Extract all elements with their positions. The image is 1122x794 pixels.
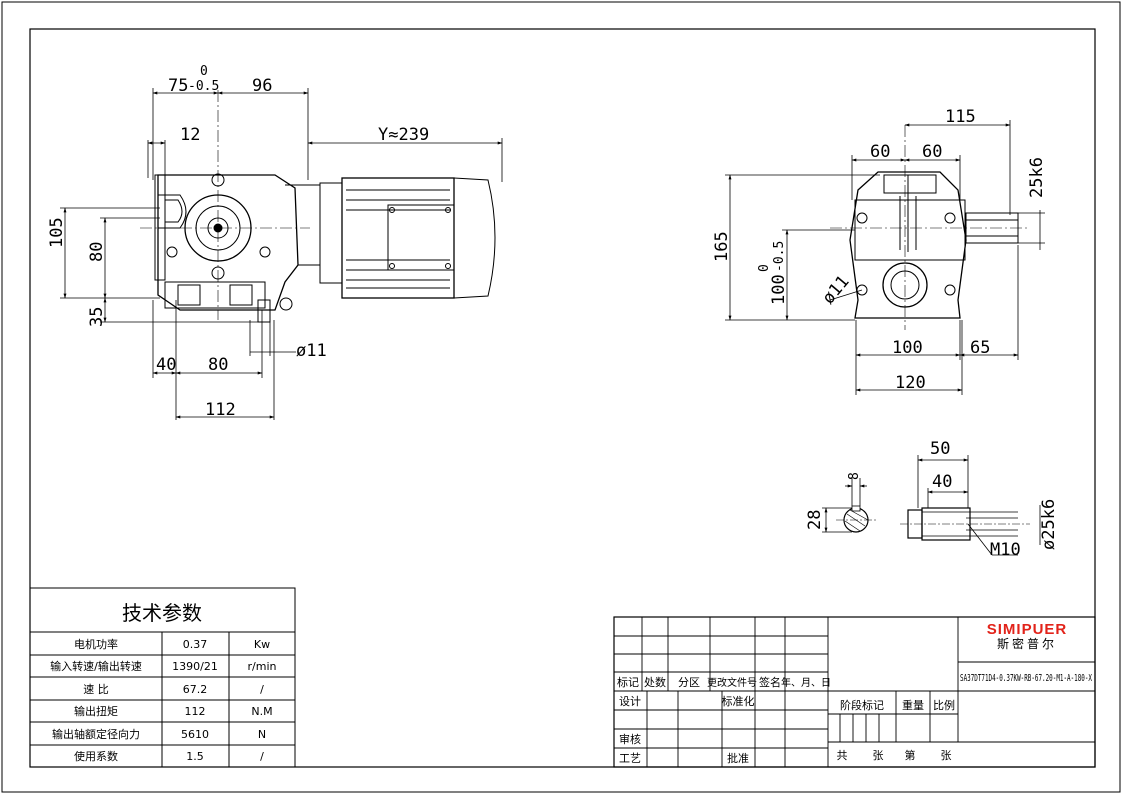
model-code: SA37DT71D4-0.37KW-RB-67.20-M1-A-180-X bbox=[960, 673, 1092, 684]
dim-75-tol-up: 0 bbox=[200, 64, 208, 79]
dim-y239: Y≈239 bbox=[378, 125, 429, 145]
tech-row-value: 1.5 bbox=[186, 750, 204, 763]
tech-row-name: 输入转速/输出转速 bbox=[50, 659, 142, 673]
label-scale: 比例 bbox=[933, 698, 955, 712]
tech-row-value: 67.2 bbox=[183, 683, 208, 696]
title-block-text: 标记 处数 分区 更改文件号 签名 年、月、日 设计 标准化 审核 工艺 批准 … bbox=[617, 621, 1092, 765]
shaft-side bbox=[900, 455, 1041, 556]
dim-35: 35 bbox=[87, 307, 107, 327]
shaft-labels: 8 28 50 40 M10 ø25k6 bbox=[805, 439, 1059, 560]
dim-75-tol-down: -0.5 bbox=[188, 79, 219, 94]
label-stage: 阶段标记 bbox=[840, 698, 884, 712]
tech-row-unit: N.M bbox=[251, 705, 272, 718]
label-review: 审核 bbox=[619, 732, 641, 746]
shaft-section bbox=[822, 478, 876, 533]
dim-100-tol-up: 0 bbox=[757, 264, 772, 272]
tech-row-name: 电机功率 bbox=[74, 637, 118, 651]
tech-row-unit: / bbox=[260, 750, 264, 763]
dim-112: 112 bbox=[205, 400, 236, 420]
dim-m10: M10 bbox=[990, 540, 1021, 560]
dim-80-vertical: 80 bbox=[87, 242, 107, 262]
dim-80-horizontal: 80 bbox=[208, 355, 228, 375]
dim-28: 28 bbox=[805, 510, 825, 530]
tech-row-name: 输出扭矩 bbox=[74, 704, 118, 718]
dim-96: 96 bbox=[252, 76, 272, 96]
dim-100-tol-down: -0.5 bbox=[772, 241, 787, 272]
tech-row-unit: r/min bbox=[248, 660, 277, 673]
dim-40: 40 bbox=[156, 355, 176, 375]
hdr-date: 年、月、日 bbox=[781, 676, 831, 689]
tech-row-name: 输出轴额定径向力 bbox=[52, 727, 140, 741]
dim-25k6: 25k6 bbox=[1027, 157, 1047, 198]
dim-8: 8 bbox=[847, 472, 862, 480]
dim-d25k6-shaft: ø25k6 bbox=[1039, 499, 1059, 550]
tech-row-value: 112 bbox=[185, 705, 206, 718]
dim-165: 165 bbox=[712, 231, 732, 262]
tech-row-unit: N bbox=[258, 728, 266, 741]
dim-50: 50 bbox=[930, 439, 950, 459]
dim-100-horizontal: 100 bbox=[892, 338, 923, 358]
label-approve: 批准 bbox=[727, 751, 749, 765]
label-standard: 标准化 bbox=[722, 694, 755, 708]
label-weight: 重量 bbox=[902, 698, 924, 712]
hdr-count: 处数 bbox=[644, 676, 666, 689]
hdr-zone: 分区 bbox=[678, 676, 700, 689]
tech-row-unit: / bbox=[260, 683, 264, 696]
inner-frame bbox=[29, 28, 1096, 768]
label-total: 共 bbox=[837, 749, 848, 762]
label-design: 设计 bbox=[619, 695, 641, 708]
hdr-mark: 标记 bbox=[617, 675, 639, 689]
hdr-docno: 更改文件号 bbox=[707, 676, 757, 689]
company-logo: SIMIPUER bbox=[987, 621, 1068, 638]
side-view-gearbox bbox=[140, 90, 496, 323]
tech-row-unit: Kw bbox=[254, 638, 270, 651]
tech-params-table bbox=[29, 587, 296, 768]
dim-105: 105 bbox=[47, 217, 67, 248]
dim-115: 115 bbox=[945, 107, 976, 127]
tech-row-value: 5610 bbox=[181, 728, 209, 741]
dim-60-right: 60 bbox=[922, 142, 942, 162]
dim-40-shaft: 40 bbox=[932, 472, 952, 492]
hdr-sign: 签名 bbox=[759, 675, 781, 689]
company-name-cn: 斯密普尔 bbox=[997, 636, 1057, 651]
dim-d11: ø11 bbox=[296, 341, 327, 361]
dim-65: 65 bbox=[970, 338, 990, 358]
tech-row-value: 0.37 bbox=[183, 638, 208, 651]
dim-60-left: 60 bbox=[870, 142, 890, 162]
label-page: 第 bbox=[905, 748, 916, 762]
tech-title: 技术参数 bbox=[122, 601, 202, 625]
tech-params-text: 技术参数 电机功率 0.37 Kw 输入转速/输出转速 1390/21 r/mi… bbox=[50, 601, 276, 763]
title-block-grid bbox=[613, 616, 1096, 768]
side-view-dimensions bbox=[60, 88, 503, 420]
tech-row-value: 1390/21 bbox=[172, 660, 218, 673]
label-sheets-1: 张 bbox=[873, 749, 884, 762]
front-view-labels: 115 60 60 25k6 165 100 0 -0.5 ø11 100 65… bbox=[712, 107, 1047, 393]
dim-120: 120 bbox=[895, 373, 926, 393]
label-process: 工艺 bbox=[619, 752, 641, 765]
dim-12: 12 bbox=[180, 125, 200, 145]
dim-100-vertical: 100 bbox=[769, 274, 789, 305]
tech-row-name: 使用系数 bbox=[74, 750, 118, 763]
label-sheets-2: 张 bbox=[941, 749, 952, 762]
dim-d11-front: ø11 bbox=[819, 272, 854, 308]
tech-row-name: 速 比 bbox=[83, 683, 109, 696]
side-view-labels: 75 0 -0.5 96 12 Y≈239 105 80 35 40 80 ø1… bbox=[47, 64, 429, 420]
dim-75: 75 bbox=[168, 76, 188, 96]
front-view-gearbox bbox=[830, 125, 1030, 330]
front-view-dimensions bbox=[725, 120, 1045, 395]
